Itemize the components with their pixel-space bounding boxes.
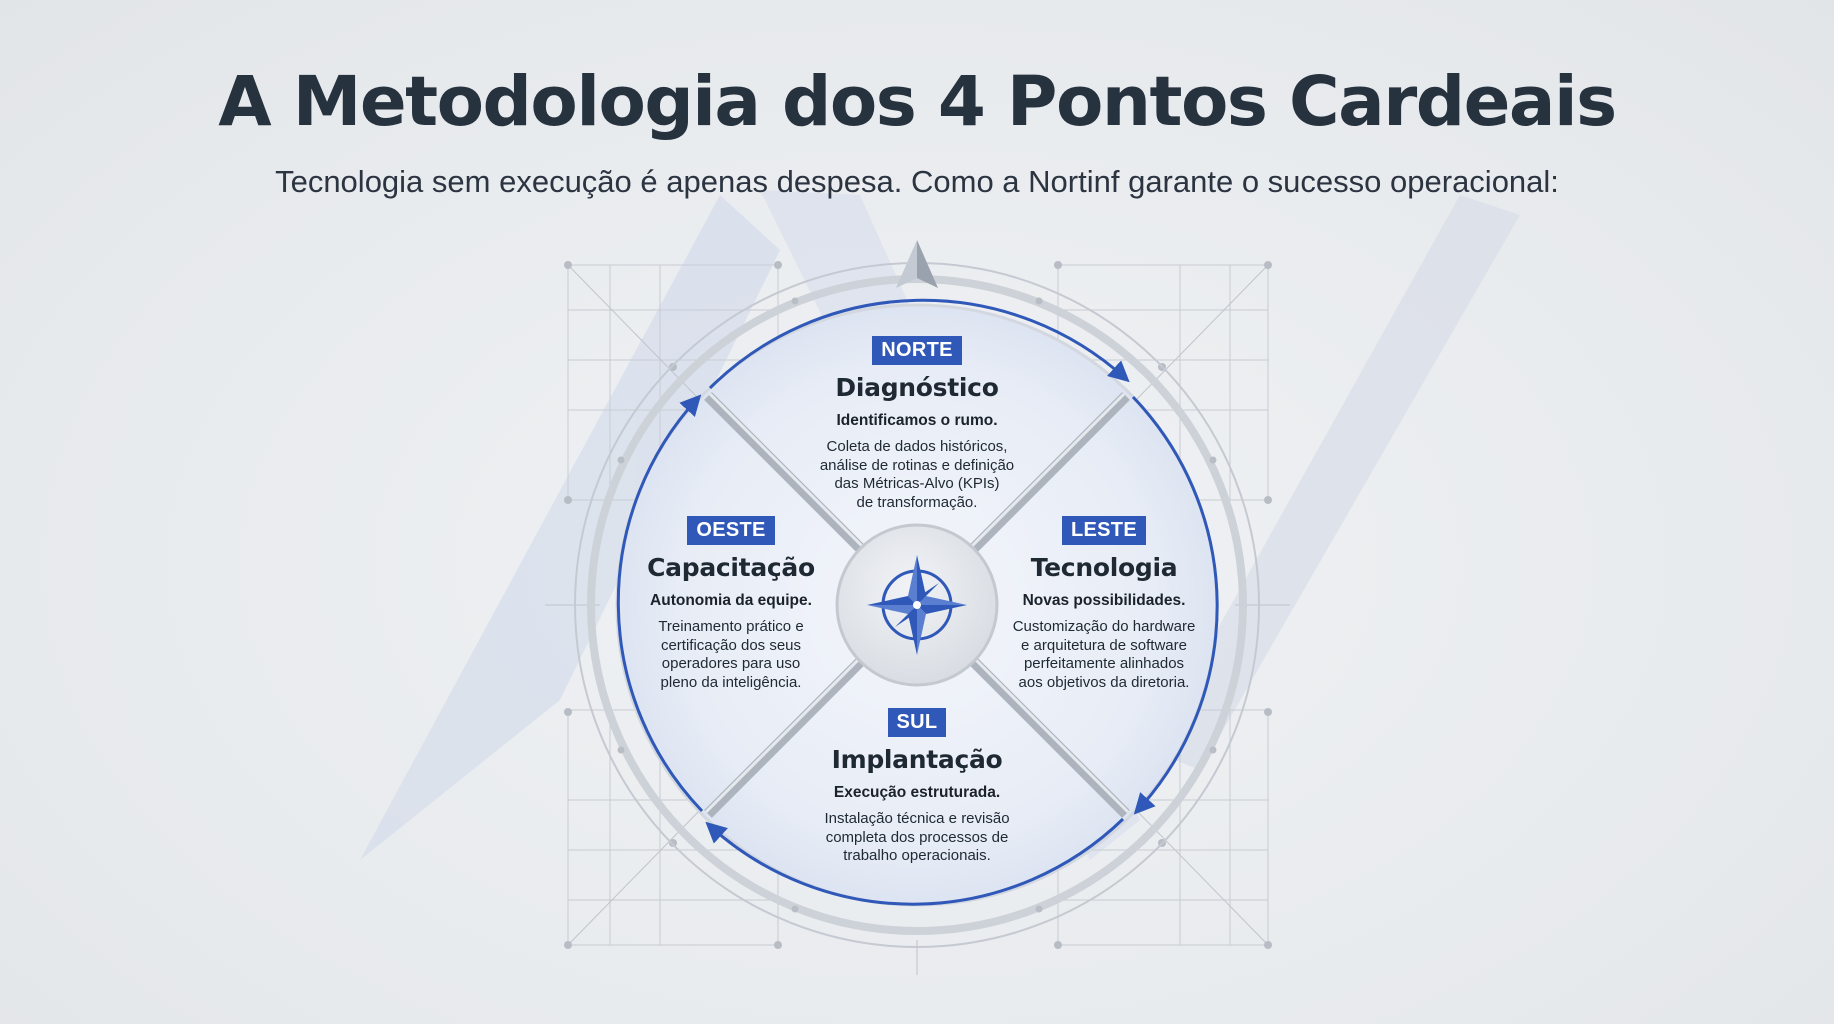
badge-west: OESTE <box>687 516 775 545</box>
ring-dots <box>617 297 1217 913</box>
quadrant-south: SUL Implantação Execução estruturada. In… <box>797 708 1037 866</box>
description-line: certificação dos seus <box>660 636 802 654</box>
description-line: das Métricas-Alvo (KPIs) <box>834 475 1000 492</box>
quadrant-north: NORTE Diagnóstico Identificamos o rumo. … <box>777 336 1057 512</box>
description-line: perfeitamente alinhados <box>1023 655 1185 672</box>
quadrant-subtitle-east: Novas possibilidades. <box>1022 592 1186 609</box>
quadrant-description-south: Instalação técnica e revisão completa do… <box>797 810 1037 866</box>
description-line: Treinamento prático e <box>658 618 804 635</box>
description-line: de transformação. <box>856 493 978 511</box>
page-subtitle: Tecnologia sem execução é apenas despesa… <box>275 164 1559 199</box>
quadrant-east: LESTE Tecnologia Novas possibilidades. C… <box>1000 516 1208 692</box>
compass-rose-icon <box>867 555 967 655</box>
quadrant-title-east: Tecnologia <box>1030 553 1178 582</box>
quadrant-description-east: Customização do hardware e arquitetura d… <box>1000 618 1208 692</box>
page-title: A Metodologia dos 4 Pontos Cardeais <box>218 62 1617 142</box>
badge-south: SUL <box>887 708 947 737</box>
cycle-arrows <box>616 298 1219 906</box>
description-line: trabalho operacionais. <box>843 847 991 864</box>
description-line: aos objetivos da diretoria. <box>1018 673 1190 691</box>
bezel-ring <box>587 275 1247 935</box>
badge-east: LESTE <box>1062 516 1146 545</box>
quadrant-title-north: Diagnóstico <box>835 373 999 402</box>
quadrant-west: OESTE Capacitação Autonomia da equipe. T… <box>637 516 825 692</box>
description-line: e arquitetura de software <box>1021 636 1187 654</box>
quadrant-subtitle-north: Identificamos o rumo. <box>836 412 998 429</box>
badge-north: NORTE <box>872 336 962 365</box>
quadrant-description-north: Coleta de dados históricos, análise de r… <box>777 438 1057 512</box>
quadrant-title-west: Capacitação <box>647 553 815 582</box>
description-line: operadores para uso <box>661 655 801 672</box>
description-line: análise de rotinas e definição <box>819 456 1015 474</box>
quadrant-description-west: Treinamento prático e certificação dos s… <box>637 618 825 692</box>
quadrant-title-south: Implantação <box>831 745 1003 774</box>
description-line: Coleta de dados históricos, <box>826 438 1008 455</box>
north-pointer-icon <box>896 240 938 288</box>
quadrant-subtitle-south: Execução estruturada. <box>833 784 1001 801</box>
description-line: completa dos processos de <box>825 828 1009 846</box>
quadrant-subtitle-west: Autonomia da equipe. <box>650 592 812 609</box>
description-line: Customização do hardware <box>1012 618 1196 635</box>
description-line: Instalação técnica e revisão <box>824 810 1010 827</box>
description-line: pleno da inteligência. <box>660 673 802 691</box>
